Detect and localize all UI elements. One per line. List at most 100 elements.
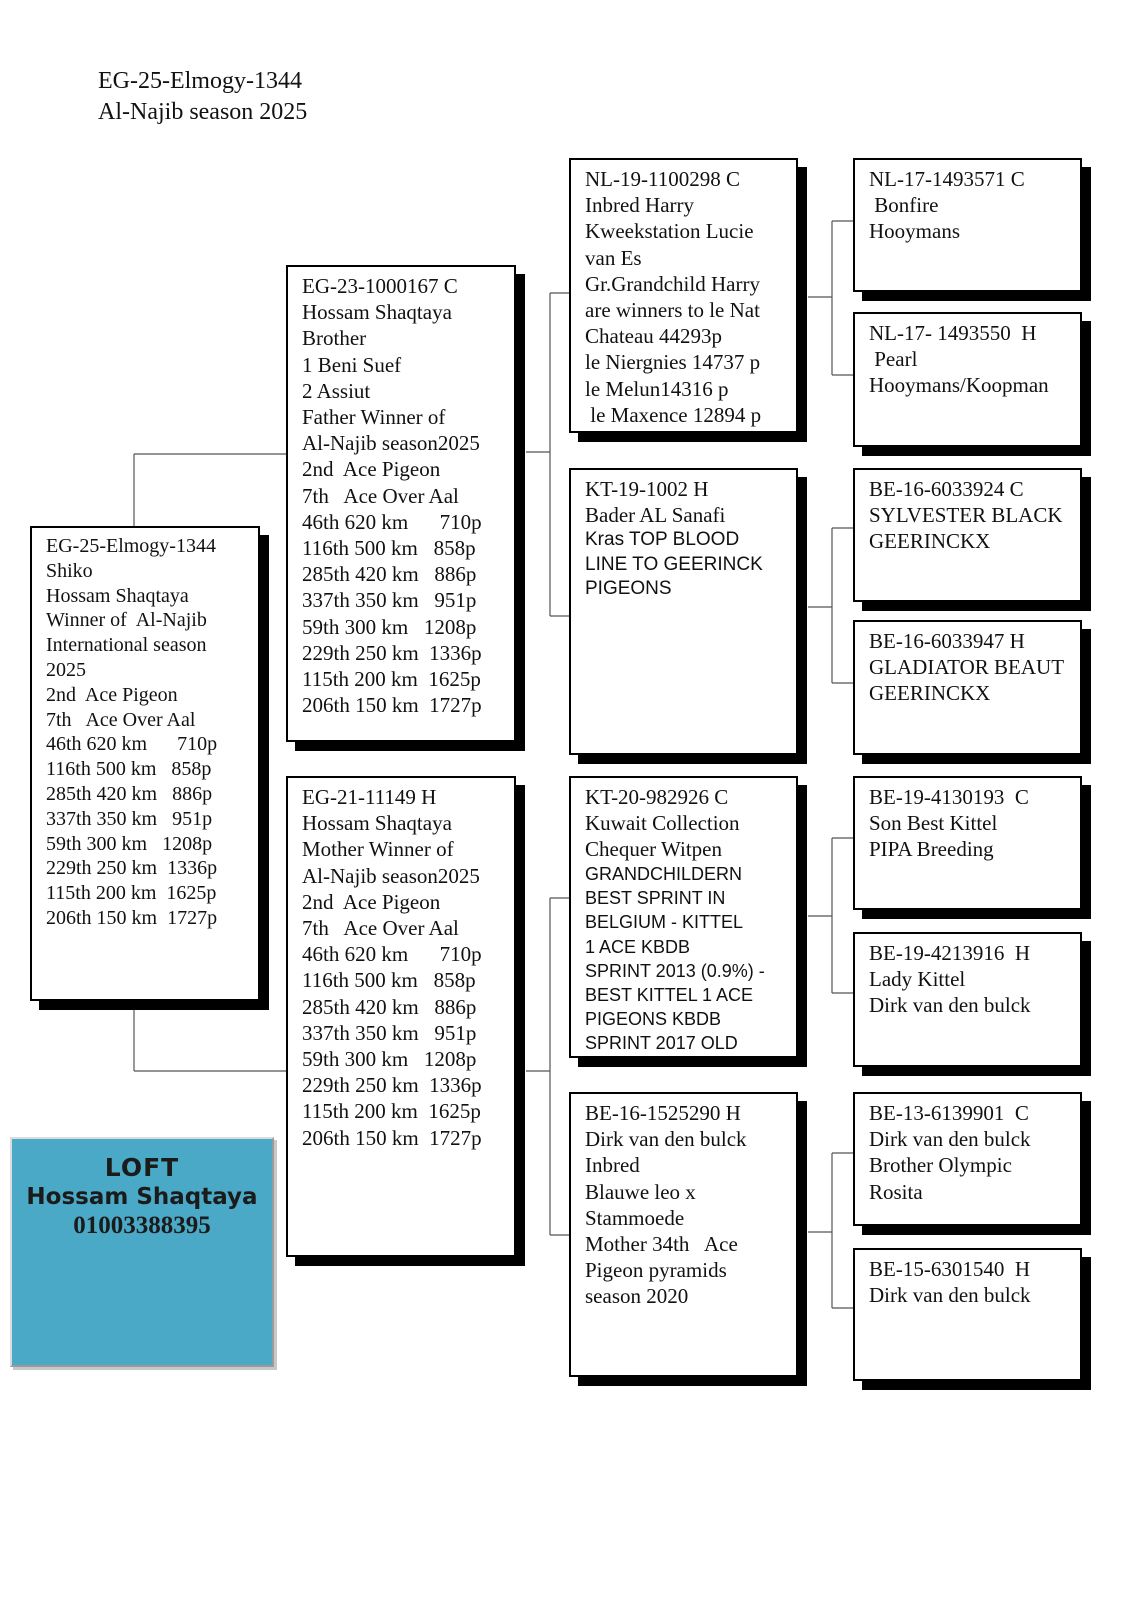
gp2-line-1: KT-19-1002 H — [585, 477, 709, 501]
gp3-line-3: Chequer Witpen — [585, 837, 722, 861]
gp4-line-2: Dirk van den bulck — [585, 1127, 747, 1152]
gp4-line-5: Stammoede — [585, 1205, 685, 1230]
granddam-maternal-card: BE-16-1525290 H Dirk van den bulck Inbre… — [569, 1092, 798, 1377]
sire-line-3: Brother — [302, 326, 367, 351]
ggp5-line-2: Son Best Kittel — [869, 811, 998, 836]
gp2-line-4: LINE TO GEERINCK — [585, 553, 763, 575]
gp3-line-10: PIGEONS KBDB — [585, 1009, 722, 1030]
gp4-line-4: Blauwe leo x — [585, 1179, 696, 1204]
ggp-card-8: BE-15-6301540 H Dirk van den bulck — [853, 1248, 1082, 1381]
dam-line-9: 285th 420 km 886p — [302, 994, 477, 1019]
ggp-card-4: BE-16-6033947 H GLADIATOR BEAUT GEERINCK… — [853, 620, 1082, 755]
gp1-line-3: Kweekstation Lucie — [585, 219, 754, 244]
pigeon-line-13: 59th 300 km 1208p — [46, 832, 213, 855]
ggp5-line-3: PIPA Breeding — [869, 837, 994, 862]
sire-card: EG-23-1000167 C Hossam Shaqtaya Brother … — [286, 265, 516, 742]
gp4-line-1: BE-16-1525290 H — [585, 1101, 741, 1125]
ggp1-line-1: NL-17-1493571 C — [869, 167, 1025, 191]
sire-line-16: 115th 200 km 1625p — [302, 667, 481, 692]
ggp-card-6: BE-19-4213916 H Lady Kittel Dirk van den… — [853, 932, 1082, 1067]
ggp2-line-2: Pearl — [869, 347, 918, 372]
ggp8-line-1: BE-15-6301540 H — [869, 1257, 1030, 1281]
loft-phone: 01003388395 — [73, 1212, 211, 1239]
sire-line-1: EG-23-1000167 C — [302, 274, 458, 298]
ggp1-line-2: Bonfire — [869, 193, 939, 218]
pedigree-season-title: Al-Najib season 2025 — [98, 99, 308, 125]
sire-line-12: 285th 420 km 886p — [302, 562, 477, 587]
loft-owner: Hossam Shaqtaya — [26, 1184, 258, 1210]
grandsire-paternal-card: NL-19-1100298 C Inbred Harry Kweekstatio… — [569, 158, 798, 433]
gp1-line-10: le Maxence 12894 p — [585, 402, 762, 427]
ggp-card-2: NL-17- 1493550 H Pearl Hooymans/Koopman — [853, 312, 1082, 447]
gp1-line-2: Inbred Harry — [585, 193, 695, 218]
sire-line-6: Father Winner of — [302, 405, 446, 430]
pigeon-line-4: Winner of Al-Najib — [46, 609, 207, 632]
pigeon-line-2: Shiko — [46, 559, 93, 582]
dam-line-8: 116th 500 km 858p — [302, 968, 476, 993]
gp2-line-3: Kras TOP BLOOD — [585, 529, 740, 550]
ggp-card-1: NL-17-1493571 C Bonfire Hooymans — [853, 158, 1082, 292]
ggp5-line-1: BE-19-4130193 C — [869, 785, 1029, 809]
dam-line-4: Al-Najib season2025 — [302, 863, 480, 888]
pigeon-line-6: 2025 — [46, 658, 86, 681]
dam-line-12: 229th 250 km 1336p — [302, 1073, 482, 1098]
ggp6-line-2: Lady Kittel — [869, 967, 966, 992]
sire-line-5: 2 Assiut — [302, 378, 371, 403]
pigeon-line-15: 115th 200 km 1625p — [46, 882, 217, 905]
sire-line-9: 7th Ace Over Aal — [302, 483, 459, 508]
gp2-line-5: PIGEONS — [585, 578, 672, 599]
gp1-line-6: are winners to le Nat — [585, 298, 760, 323]
pigeon-line-1: EG-25-Elmogy-1344 — [46, 535, 216, 557]
gp3-line-8: SPRINT 2013 (0.9%) - — [585, 960, 765, 981]
gp3-line-2: Kuwait Collection — [585, 811, 740, 835]
dam-line-14: 206th 150 km 1727p — [302, 1125, 482, 1150]
gp3-line-6: BELGIUM - KITTEL — [585, 912, 744, 933]
gp4-line-3: Inbred — [585, 1153, 640, 1178]
gp1-line-8: le Niergnies 14737 p — [585, 350, 761, 375]
granddam-paternal-card: KT-19-1002 H Bader AL Sanafi Kras TOP BL… — [569, 468, 798, 755]
dam-line-10: 337th 350 km 951p — [302, 1020, 477, 1045]
gp1-line-1: NL-19-1100298 C — [585, 167, 740, 191]
sire-line-10: 46th 620 km 710p — [302, 509, 482, 534]
dam-line-1: EG-21-11149 H — [302, 785, 437, 809]
ggp-card-7: BE-13-6139901 C Dirk van den bulck Broth… — [853, 1092, 1082, 1226]
loft-label: LOFT — [104, 1153, 180, 1182]
ggp-card-3: BE-16-6033924 C SYLVESTER BLACK GEERINCK… — [853, 468, 1082, 602]
dam-card: EG-21-11149 H Hossam Shaqtaya Mother Win… — [286, 776, 516, 1257]
gp4-line-7: Pigeon pyramids — [585, 1258, 727, 1283]
dam-line-13: 115th 200 km 1625p — [302, 1099, 481, 1124]
sire-line-14: 59th 300 km 1208p — [302, 614, 477, 639]
pigeon-line-3: Hossam Shaqtaya — [46, 584, 189, 607]
dam-line-11: 59th 300 km 1208p — [302, 1047, 477, 1072]
ggp4-line-3: GEERINCKX — [869, 681, 991, 706]
sire-line-2: Hossam Shaqtaya — [302, 300, 452, 325]
ggp8-line-2: Dirk van den bulck — [869, 1283, 1031, 1308]
dam-line-3: Mother Winner of — [302, 837, 454, 862]
ggp-card-5: BE-19-4130193 C Son Best Kittel PIPA Bre… — [853, 776, 1082, 910]
pigeon-line-5: International season — [46, 634, 207, 657]
ggp4-line-1: BE-16-6033947 H — [869, 629, 1025, 653]
gp3-line-9: BEST KITTEL 1 ACE — [585, 985, 754, 1006]
pigeon-line-8: 7th Ace Over Aal — [46, 708, 196, 731]
gp4-line-6: Mother 34th Ace — [585, 1232, 738, 1257]
pigeon-line-9: 46th 620 km 710p — [46, 733, 218, 756]
sire-line-17: 206th 150 km 1727p — [302, 693, 482, 718]
gp1-line-9: le Melun14316 p — [585, 376, 729, 401]
gp1-line-5: Gr.Grandchild Harry — [585, 271, 760, 296]
ggp3-line-3: GEERINCKX — [869, 529, 991, 554]
gp3-line-4: GRANDCHILDERN — [585, 864, 743, 884]
loft-badge: LOFT Hossam Shaqtaya 01003388395 — [10, 1137, 274, 1367]
sire-line-8: 2nd Ace Pigeon — [302, 457, 441, 482]
ggp1-line-3: Hooymans — [869, 219, 960, 244]
dam-line-2: Hossam Shaqtaya — [302, 811, 452, 836]
pigeon-line-14: 229th 250 km 1336p — [46, 857, 218, 880]
pigeon-line-16: 206th 150 km 1727p — [46, 906, 218, 929]
ggp2-line-1: NL-17- 1493550 H — [869, 321, 1037, 345]
gp3-line-7: 1 ACE KBDB — [585, 936, 691, 957]
gp1-line-4: van Es — [585, 245, 642, 270]
ggp3-line-2: SYLVESTER BLACK — [869, 503, 1063, 528]
sire-line-13: 337th 350 km 951p — [302, 588, 477, 613]
ggp7-line-1: BE-13-6139901 C — [869, 1101, 1029, 1125]
pigeon-card: EG-25-Elmogy-1344 Shiko Hossam Shaqtaya … — [30, 526, 260, 1001]
